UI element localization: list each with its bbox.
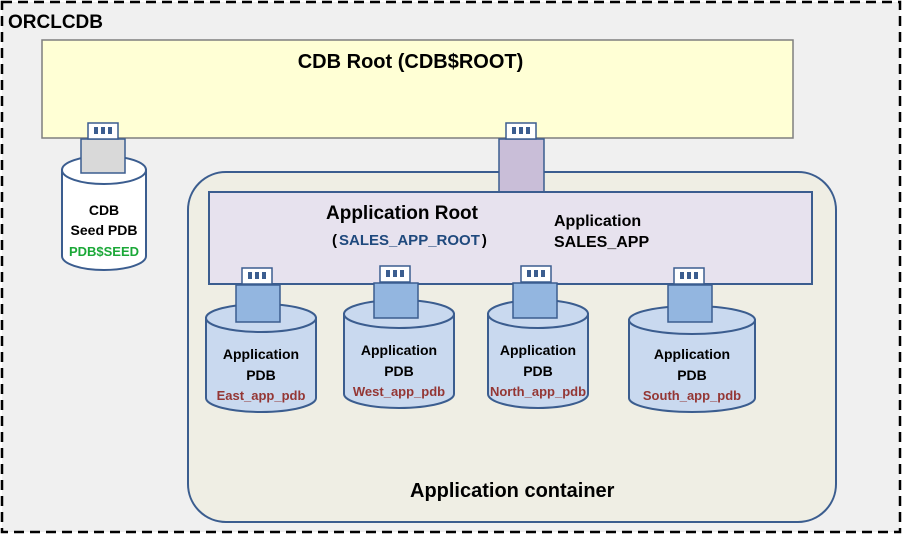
seed-id: PDB$SEED bbox=[68, 244, 140, 259]
root-id-open-paren: ( bbox=[332, 232, 337, 249]
seed-connector bbox=[80, 138, 126, 174]
application-label: Application bbox=[554, 213, 642, 230]
pdb-north-id: North_app_pdb bbox=[489, 384, 587, 399]
cdb-name: ORCLCDB bbox=[8, 12, 103, 33]
pdb-plug-icon-south bbox=[673, 267, 705, 285]
application-name: SALES_APP bbox=[554, 234, 650, 251]
pdb-west-id: West_app_pdb bbox=[352, 384, 446, 399]
pdb-east-line1: Application bbox=[222, 346, 300, 362]
pdb-plug-icon-west bbox=[379, 265, 411, 283]
pdb-connector-north bbox=[512, 282, 558, 319]
root-id-close-paren: ) bbox=[481, 232, 487, 249]
seed-plug-icon bbox=[87, 122, 119, 140]
pdb-south-line2: PDB bbox=[677, 367, 707, 383]
application-root-title: Application Root bbox=[326, 203, 478, 224]
app-root-connector bbox=[498, 138, 545, 193]
pdb-connector-west bbox=[373, 282, 419, 319]
app-root-plug-icon bbox=[505, 122, 537, 140]
cdb-root-box bbox=[41, 39, 794, 139]
pdb-north-line2: PDB bbox=[523, 363, 553, 379]
pdb-south-line1: Application bbox=[653, 346, 731, 362]
pdb-south-id: South_app_pdb bbox=[642, 388, 742, 403]
pdb-plug-icon-east bbox=[241, 267, 273, 285]
application-container-label: Application container bbox=[410, 480, 615, 502]
pdb-west-line2: PDB bbox=[384, 363, 414, 379]
pdb-connector-south bbox=[667, 284, 713, 323]
seed-line2: Seed PDB bbox=[70, 222, 138, 238]
seed-line1: CDB bbox=[88, 202, 120, 218]
pdb-east-line2: PDB bbox=[246, 367, 276, 383]
application-root-id: (SALES_APP_ROOT) bbox=[332, 233, 487, 248]
application-root-box bbox=[208, 191, 813, 285]
pdb-plug-icon-north bbox=[520, 265, 552, 283]
pdb-east-id: East_app_pdb bbox=[216, 388, 306, 403]
cdb-root-title: CDB Root (CDB$ROOT) bbox=[297, 51, 524, 73]
pdb-connector-east bbox=[235, 284, 281, 323]
root-id-value: SALES_APP_ROOT bbox=[339, 232, 480, 249]
pdb-north-line1: Application bbox=[499, 342, 577, 358]
pdb-west-line1: Application bbox=[360, 342, 438, 358]
